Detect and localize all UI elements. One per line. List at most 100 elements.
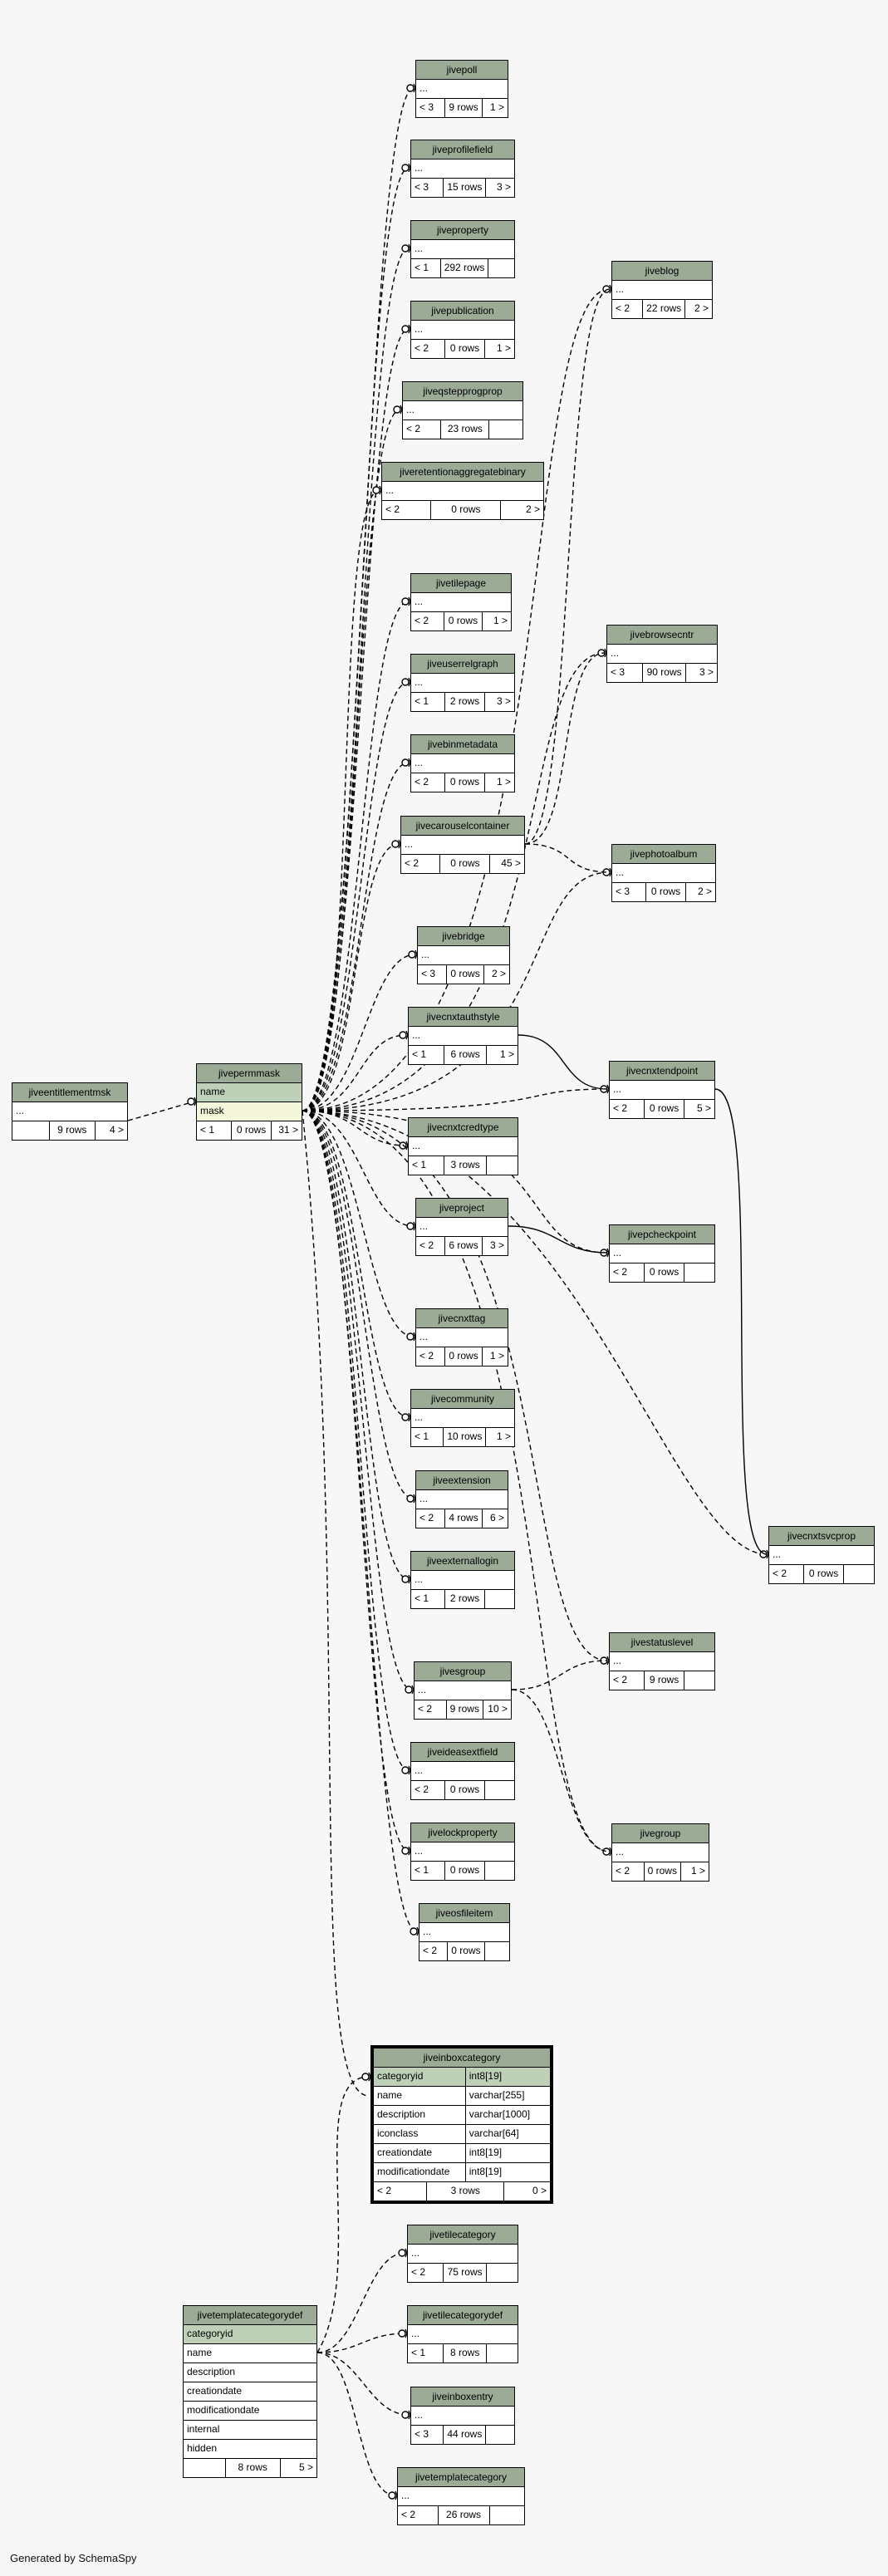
column-name: ... bbox=[419, 1220, 429, 1232]
edge-jivepermmask-jivetilepage bbox=[302, 601, 410, 1111]
collapsed-columns: ... bbox=[607, 645, 717, 664]
table-header: jiveblog bbox=[612, 262, 712, 281]
parent-count: < 2 bbox=[411, 340, 446, 358]
child-count: 3 > bbox=[489, 1239, 504, 1251]
parent-count: < 2 bbox=[769, 1565, 804, 1583]
collapsed-columns: ... bbox=[411, 593, 511, 612]
table-header: jivebrowsecntr bbox=[607, 626, 717, 645]
child-count: 3 > bbox=[699, 666, 714, 678]
row-count: 6 rows bbox=[445, 1237, 483, 1255]
edge-jivepermmask-jiveideasextfield bbox=[302, 1110, 410, 1771]
edge-jivetilecategory-optional-marker bbox=[398, 2249, 406, 2257]
column-name: ... bbox=[385, 484, 395, 496]
row-count: 9 rows bbox=[645, 1671, 685, 1690]
row-count: 0 rows bbox=[232, 1121, 272, 1140]
table-header: jiveproject bbox=[416, 1199, 508, 1218]
child-count: 4 > bbox=[109, 1124, 124, 1136]
column-name: name bbox=[374, 2087, 466, 2105]
column-type: varchar[255] bbox=[469, 2089, 525, 2101]
column-type: int8[19] bbox=[469, 2147, 503, 2158]
row-count: 9 rows bbox=[50, 1121, 96, 1140]
parent-count: < 3 bbox=[411, 2426, 444, 2444]
row-count: 292 rows bbox=[441, 259, 489, 277]
row-count: 10 rows bbox=[444, 1428, 487, 1446]
edge-jivepermmask-jiveproperty bbox=[302, 248, 410, 1111]
collapsed-columns: ... bbox=[612, 1843, 709, 1862]
parent-count: < 2 bbox=[411, 773, 446, 792]
column-name: mask bbox=[197, 1102, 302, 1121]
collapsed-columns: ... bbox=[411, 674, 514, 693]
edge-jiveqstepprogprop-optional-marker bbox=[393, 405, 401, 414]
table-header: jivelockproperty bbox=[411, 1823, 514, 1842]
edge-jivepermmask-jiveinboxcategory bbox=[302, 1110, 370, 2097]
parent-count bbox=[184, 2459, 226, 2477]
edge-jivepermmask-jiveosfileitem bbox=[302, 1110, 418, 1932]
table-header: jivecnxtsvcprop bbox=[769, 1527, 874, 1546]
edge-jivetilecategorydef-optional-marker bbox=[398, 2329, 406, 2338]
collapsed-columns: ... bbox=[411, 1842, 514, 1862]
parent-count bbox=[12, 1121, 50, 1140]
edge-jivepermmask-jiveqstepprogprop bbox=[302, 409, 401, 1111]
table-header: jivecnxtcredtype bbox=[409, 1118, 518, 1137]
child-count bbox=[490, 2506, 524, 2524]
parent-count: < 3 bbox=[612, 883, 647, 901]
child-count bbox=[485, 1781, 514, 1799]
edge-jivepermmask-jivecarouselcontainer bbox=[302, 843, 400, 1111]
edge-jiveinboxentry-optional-marker bbox=[401, 2411, 410, 2419]
parent-count: < 2 bbox=[416, 1237, 446, 1255]
row-count: 6 rows bbox=[444, 1046, 488, 1064]
child-count bbox=[844, 1565, 874, 1583]
edge-jivebinmetadata-optional-marker bbox=[401, 758, 410, 767]
row-count: 2 rows bbox=[445, 1590, 485, 1608]
parent-count: < 1 bbox=[411, 693, 446, 711]
row-count: 0 rows bbox=[645, 1862, 681, 1881]
column-row: categoryid bbox=[184, 2325, 316, 2344]
child-count: 2 > bbox=[525, 503, 540, 515]
